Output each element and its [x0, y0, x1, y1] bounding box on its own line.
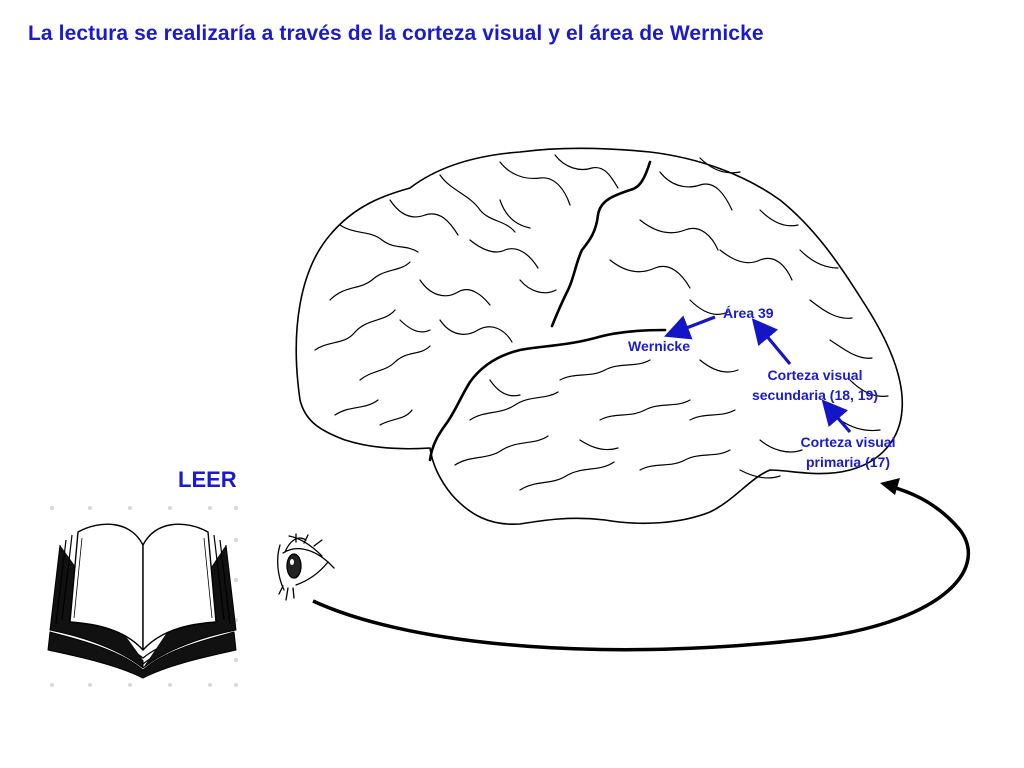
open-book-icon — [47, 523, 237, 679]
brain-outline — [295, 147, 904, 525]
primaria-arrow — [821, 399, 852, 434]
corteza-primaria-line1: Corteza visual — [800, 434, 896, 450]
central-sulcus — [550, 160, 652, 328]
lateral-fissure — [428, 328, 667, 462]
corteza-primaria-label: Corteza visual primaria (17) — [780, 432, 916, 472]
wernicke-label: Wernicke — [628, 338, 690, 354]
eye-icon — [277, 533, 335, 601]
corteza-secundaria-label: Corteza visual secundaria (18, 19) — [737, 365, 893, 405]
corteza-secundaria-line2: secundaria (18, 19) — [751, 387, 879, 403]
area39-arrow — [751, 318, 792, 366]
area39-label: Área 39 — [723, 305, 774, 321]
book-background-dots — [50, 506, 238, 687]
curved-arrow — [312, 478, 971, 652]
corteza-primaria-line2: primaria (17) — [805, 454, 891, 470]
leer-label: LEER — [178, 467, 237, 492]
brain-illustration — [295, 147, 904, 525]
corteza-secundaria-line1: Corteza visual — [767, 367, 863, 383]
annotation-arrows — [664, 315, 852, 434]
wernicke-arrow — [664, 315, 716, 340]
page-title: La lectura se realizaría a través de la … — [28, 22, 764, 45]
